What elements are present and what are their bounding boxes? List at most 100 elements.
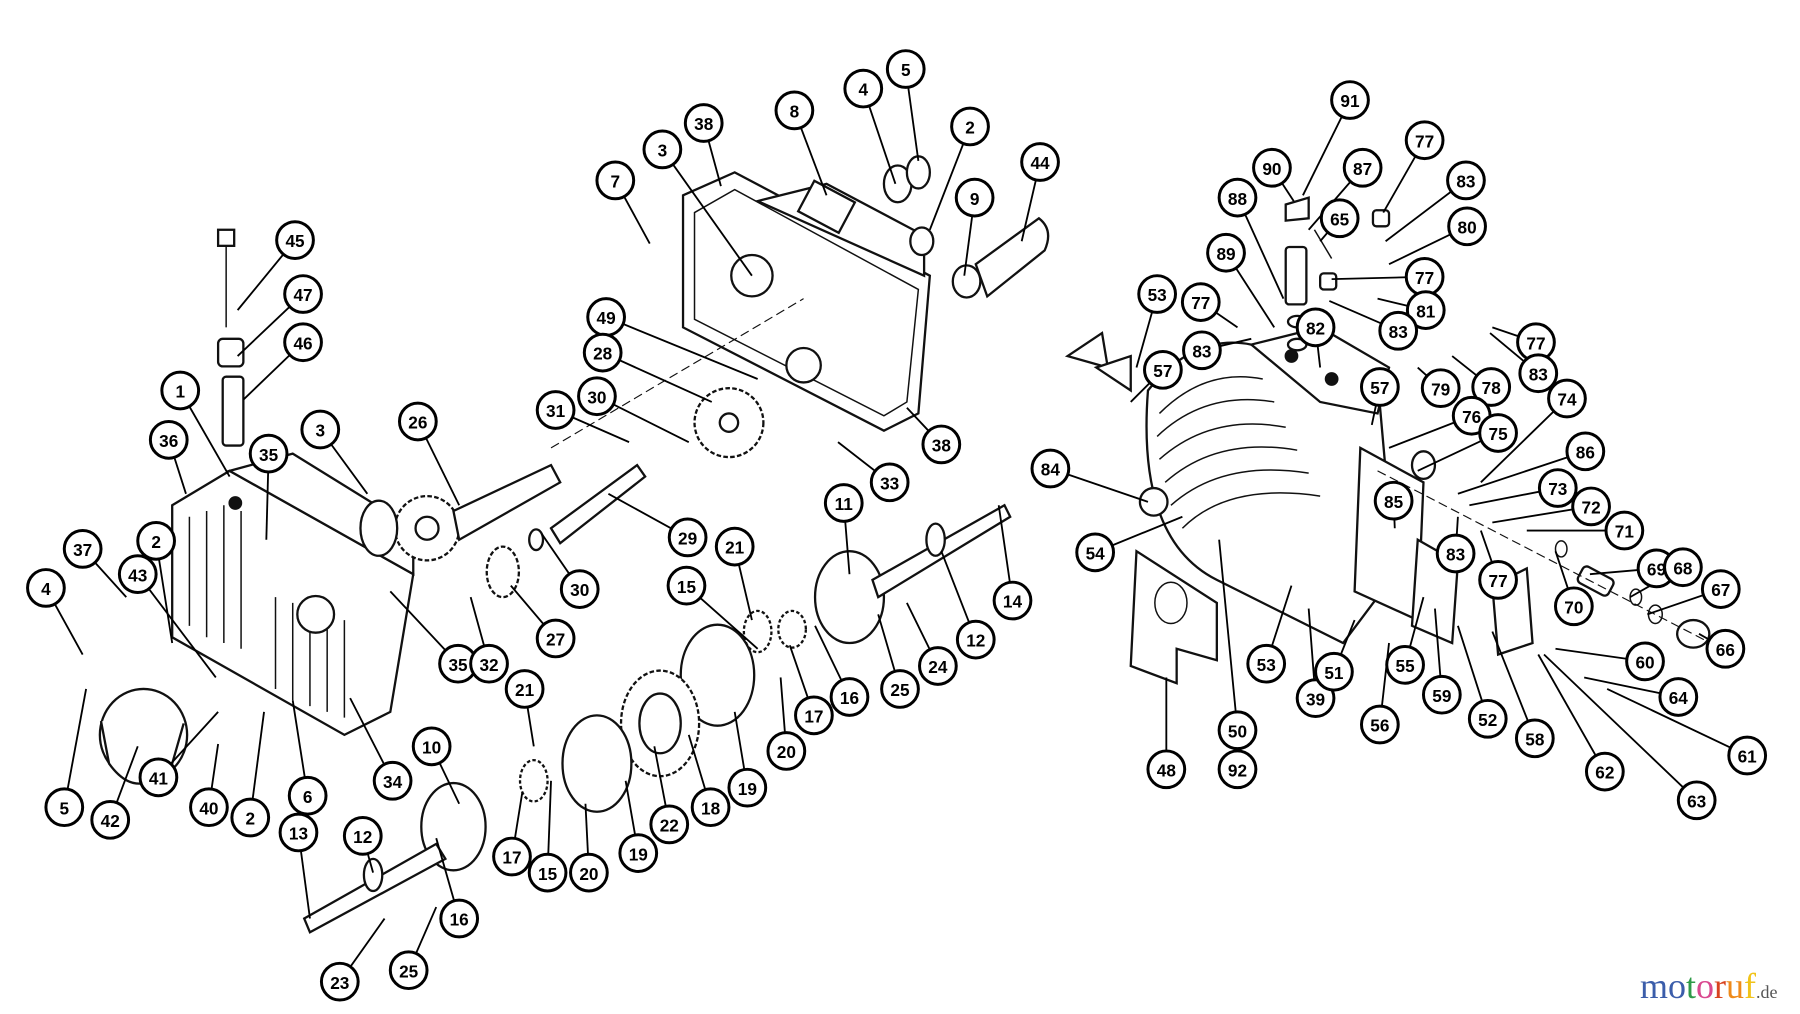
- callout-circle: [1206, 232, 1246, 273]
- callout-number: 64: [1669, 688, 1689, 708]
- part-callout-40: 40: [189, 787, 229, 828]
- callout-number: 38: [694, 114, 714, 134]
- part-callout-19: 19: [727, 767, 768, 808]
- gear-28: [693, 387, 765, 459]
- leader-line: [661, 148, 753, 277]
- callout-circle: [1676, 780, 1717, 821]
- callout-circle: [918, 646, 958, 686]
- part-callout-66: 66: [1705, 628, 1746, 669]
- callout-circle: [950, 106, 990, 147]
- callout-circle: [1705, 628, 1746, 669]
- callout-circle: [683, 103, 724, 143]
- part-callout-1: 1: [160, 370, 201, 411]
- part-callout-64: 64: [1658, 677, 1699, 717]
- part-callout-25: 25: [388, 950, 429, 991]
- callout-circle: [1446, 160, 1486, 201]
- callout-number: 20: [579, 864, 598, 884]
- part-callout-53: 53: [1137, 274, 1178, 314]
- callout-circle: [1217, 177, 1258, 218]
- leader-line: [1543, 653, 1698, 801]
- callout-circle: [342, 816, 383, 856]
- callout-number: 12: [353, 827, 372, 847]
- part-callout-56: 56: [1359, 704, 1400, 745]
- callout-circle: [1217, 710, 1258, 751]
- callout-number: 53: [1148, 285, 1167, 305]
- leader-line: [137, 573, 217, 679]
- part-callout-50: 50: [1217, 710, 1258, 751]
- part-callout-83: 83: [1378, 310, 1419, 351]
- shaft-29: [485, 463, 647, 599]
- callout-number: 89: [1216, 244, 1235, 264]
- part-callout-44: 44: [1020, 142, 1060, 182]
- callout-number: 2: [965, 118, 975, 138]
- part-callout-31: 31: [535, 390, 576, 430]
- logo-suffix: .de: [1756, 982, 1778, 1002]
- part-callout-16: 16: [829, 677, 870, 717]
- part-callout-83: 83: [1518, 353, 1559, 394]
- callout-number: 88: [1228, 189, 1248, 209]
- gasket-48: [1129, 549, 1218, 685]
- callout-circle: [880, 669, 920, 709]
- callout-number: 24: [928, 657, 948, 677]
- callout-number: 60: [1635, 653, 1654, 673]
- part-callout-14: 14: [992, 580, 1033, 621]
- logo-letter: t: [1686, 966, 1697, 1006]
- callout-number: 14: [1003, 592, 1023, 612]
- part-callout-74: 74: [1547, 378, 1587, 419]
- part-callout-65: 65: [1319, 198, 1360, 239]
- part-callout-72: 72: [1571, 486, 1611, 527]
- callout-number: 18: [701, 798, 721, 818]
- callout-circle: [319, 961, 360, 1002]
- part-callout-20: 20: [766, 731, 807, 771]
- callout-circle: [189, 787, 229, 828]
- callout-circle: [992, 580, 1033, 621]
- callout-number: 15: [677, 577, 697, 597]
- part-callout-73: 73: [1537, 468, 1578, 508]
- callout-number: 52: [1478, 710, 1497, 730]
- callout-number: 84: [1041, 460, 1061, 480]
- callout-circle: [26, 568, 66, 608]
- callout-circle: [1663, 547, 1703, 588]
- callout-number: 30: [587, 387, 606, 407]
- callout-circle: [1359, 704, 1400, 745]
- callout-number: 2: [245, 809, 255, 829]
- part-callout-33: 33: [869, 462, 910, 503]
- callout-circle: [492, 836, 532, 877]
- callout-circle: [667, 517, 708, 558]
- valve-stack: [1284, 196, 1391, 352]
- callout-number: 5: [59, 798, 69, 818]
- part-callout-91: 91: [1330, 80, 1370, 120]
- left-gear-housing: [171, 452, 415, 737]
- callout-number: 3: [658, 141, 668, 161]
- part-callout-30: 30: [577, 376, 617, 417]
- callout-circle: [727, 767, 768, 808]
- part-callout-17: 17: [492, 836, 532, 877]
- callout-number: 83: [1529, 364, 1548, 384]
- part-callout-5: 5: [885, 49, 926, 89]
- callout-number: 83: [1389, 322, 1408, 342]
- callout-number: 66: [1716, 640, 1735, 660]
- callout-circle: [283, 274, 323, 314]
- part-callout-77: 77: [1404, 120, 1445, 161]
- logo-letter: o: [1668, 966, 1687, 1006]
- callout-number: 71: [1615, 522, 1635, 542]
- bearings-top: [882, 155, 1050, 299]
- callout-circle: [1295, 307, 1336, 348]
- callout-number: 77: [1415, 268, 1434, 288]
- part-callout-41: 41: [138, 757, 179, 798]
- callout-circle: [559, 569, 600, 609]
- part-callout-5: 5: [44, 787, 85, 828]
- callout-number: 1: [175, 382, 185, 402]
- part-callout-75: 75: [1478, 413, 1518, 453]
- part-callout-32: 32: [469, 643, 509, 684]
- callout-circle: [1314, 651, 1354, 692]
- callout-circle: [1658, 677, 1699, 717]
- part-callout-22: 22: [649, 804, 690, 845]
- callout-number: 63: [1687, 791, 1706, 811]
- callout-circle: [148, 419, 189, 460]
- part-callout-79: 79: [1420, 368, 1461, 409]
- callout-number: 87: [1353, 159, 1372, 179]
- leader-line: [1480, 397, 1568, 483]
- part-callout-11: 11: [823, 483, 864, 523]
